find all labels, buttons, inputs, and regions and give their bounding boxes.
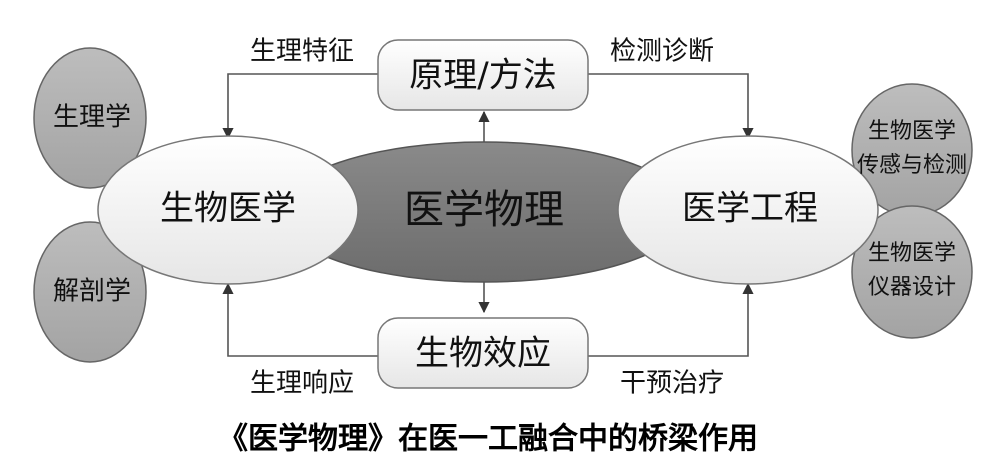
edge-detection-diagnosis: [588, 73, 754, 140]
physiology-circle: [33, 47, 147, 189]
biological-effects-label: 生物效应: [415, 334, 551, 374]
physiological-response-label: 生理响应: [250, 369, 354, 399]
principles-methods-label: 原理/方法: [409, 56, 556, 96]
medical-engineering-label: 医学工程: [682, 189, 818, 229]
detection-diagnosis-label: 检测诊断: [610, 37, 714, 67]
biomed-sensing-label-2: 传感与检测: [857, 153, 967, 178]
principles-methods-box: [377, 39, 589, 111]
medical-engineering-ellipse: [617, 135, 879, 285]
anatomy-circle: [33, 221, 147, 363]
medical-physics-label: 医学物理: [404, 187, 564, 233]
biomed-instrument-label-2: 仪器设计: [868, 275, 956, 300]
biological-effects-box: [377, 317, 589, 389]
physiological-features-label: 生理特征: [250, 37, 354, 67]
edge-physiological-features: [222, 73, 378, 140]
biomed-instrument-label-1: 生物医学: [868, 241, 956, 266]
edge-intervention-therapy: [588, 282, 754, 357]
intervention-therapy-label: 干预治疗: [620, 369, 724, 399]
biomed-sensing-label-1: 生物医学: [868, 119, 956, 144]
physiology-label: 生理学: [53, 103, 131, 133]
figure-caption: 《医学物理》在医一工融合中的桥梁作用: [218, 422, 758, 457]
biomed-instrument-circle: [851, 205, 973, 339]
biomedicine-ellipse: [97, 135, 359, 285]
edge-physiological-response: [222, 282, 378, 357]
anatomy-label: 解剖学: [53, 277, 131, 307]
biomedicine-label: 生物医学: [160, 189, 296, 229]
